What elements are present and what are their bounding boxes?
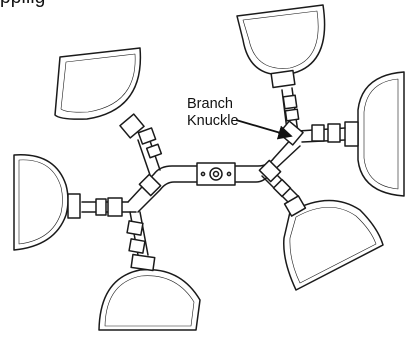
lamp-shade-top-left <box>54 47 145 139</box>
lamp-shade-bottom <box>98 253 201 331</box>
lamp-shade-right <box>344 71 405 197</box>
lamp-shade-left <box>13 154 81 251</box>
cropped-heading-text: ppiiig <box>0 0 46 9</box>
callout-line-1: Branch <box>187 96 233 112</box>
central-body <box>196 162 236 186</box>
lamp-shade-top-right <box>236 4 326 89</box>
callout-line-2: Knuckle <box>187 113 239 129</box>
callout-arrow <box>235 119 293 140</box>
lamp-shade-bottom-right <box>283 195 384 291</box>
callout-label: Branch Knuckle <box>187 96 239 129</box>
